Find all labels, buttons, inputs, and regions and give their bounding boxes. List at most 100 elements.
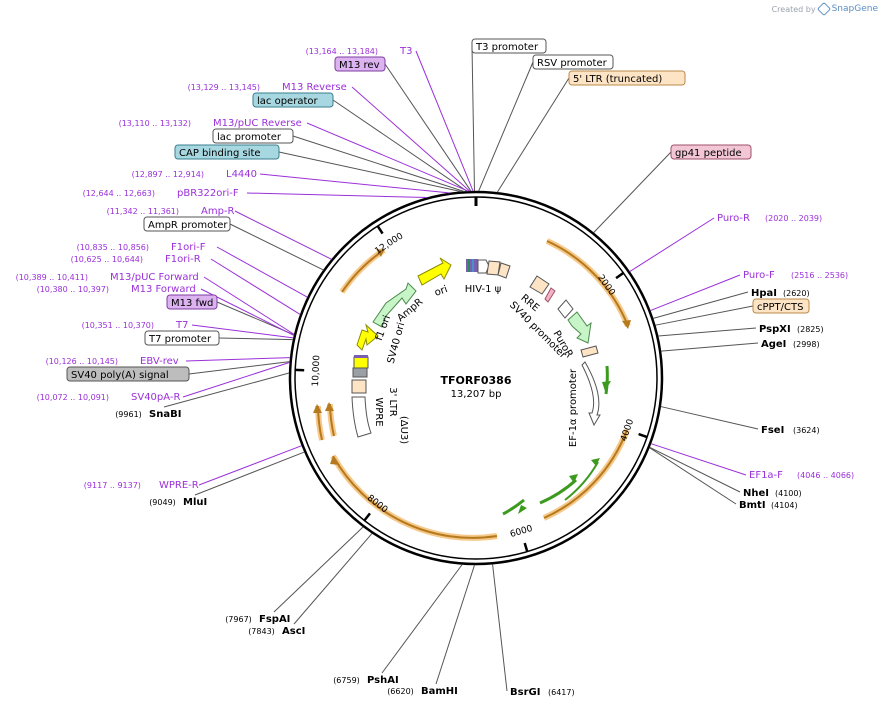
tick-label: 12,000 <box>373 231 405 257</box>
primer-range: (12,897 .. 12,914) <box>132 170 204 179</box>
plasmid-size: 13,207 bp <box>451 389 502 400</box>
tick-label: 6000 <box>509 524 534 540</box>
leader-line <box>216 246 308 298</box>
feature-label-m13-rev: M13 rev <box>339 60 380 71</box>
feature-f1-ori <box>356 323 379 351</box>
leader-line <box>381 564 463 674</box>
feature-label-t7-promoter: T7 promoter <box>148 334 212 345</box>
leader-line <box>203 276 295 335</box>
primer-range: (2020 .. 2039) <box>765 214 822 223</box>
feature-label-box-lac-promoter <box>212 128 294 144</box>
leader-line <box>234 210 332 260</box>
enzyme-site: (2825) <box>797 325 824 334</box>
enzyme-site: (4104) <box>771 501 798 510</box>
leader-line <box>593 151 672 233</box>
leader-line <box>649 446 741 493</box>
primer-f1ori-f: (10,835 .. 10,856)F1ori-F <box>77 242 206 253</box>
leader-line <box>660 406 759 430</box>
arrowhead-wpre-region <box>330 456 340 465</box>
snapgene-credit: Created by SnapGene <box>771 1 878 17</box>
primer-name: SV40pA-R <box>131 392 180 403</box>
plasmid-name: TFORF0386 <box>441 374 512 387</box>
enzyme-pspxi: PspXI(2825) <box>759 324 824 335</box>
leader-line <box>278 151 462 193</box>
feature-label-t3-promoter: T3 promoter <box>475 42 539 53</box>
leader-line <box>293 533 373 625</box>
primer-name: T3 <box>399 46 412 57</box>
primer-name: pBR322ori-F <box>177 188 239 199</box>
feature-label-gp41-peptide: gp41 peptide <box>675 148 742 159</box>
leader-line <box>194 451 305 496</box>
primer-puro-r: Puro-R(2020 .. 2039) <box>717 213 822 224</box>
enzyme-nhei: NheI (4100) <box>743 488 802 499</box>
tick-mark <box>363 512 371 522</box>
enzyme-name: NheI <box>743 488 769 499</box>
enzyme-site: (7843) <box>248 627 275 636</box>
feature-label-box-cppt-cts <box>752 298 810 314</box>
leader-line <box>629 217 715 272</box>
primer-name: F1ori-R <box>165 254 201 265</box>
primer-range: (2516 .. 2536) <box>791 271 848 280</box>
leader-line <box>384 63 472 192</box>
inner-features <box>351 257 601 438</box>
enzyme-bmti: BmtI(4104) <box>739 500 798 511</box>
primer-range: (10,380 .. 10,397) <box>37 285 109 294</box>
primer-m13-forward: (10,380 .. 10,397)M13 Forward <box>37 284 196 295</box>
enzyme-name: BsrGI <box>510 687 540 698</box>
feature-label-cap-binding-site: CAP binding site <box>179 148 261 159</box>
feature-arc-green-1 <box>604 365 609 395</box>
inner-label-u3: (ΔU3) <box>398 416 409 444</box>
inner-label-hiv-1: HIV-1 ψ <box>465 284 502 295</box>
leader-line <box>415 50 474 192</box>
leader-line <box>658 327 757 337</box>
feature-cppt <box>580 345 599 358</box>
credit-text: Created by <box>771 4 816 14</box>
feature-label-lac-promoter: lac promoter <box>217 132 282 143</box>
feature-label-sv40-poly-a-signal: SV40 poly(A) signal <box>71 370 169 381</box>
arrowhead-amp-region <box>376 249 384 257</box>
inner-label-ef-1-promoter: EF-1α promoter <box>568 368 579 447</box>
enzyme-site: (6417) <box>548 688 575 697</box>
leader-line <box>229 223 324 271</box>
feature-rre <box>529 275 550 295</box>
feature-ori <box>417 257 452 286</box>
tick-label: 4000 <box>619 418 636 443</box>
tick-mark <box>523 542 529 552</box>
enzyme-name: PshAI <box>367 675 399 686</box>
feature-label-box-t3-promoter <box>471 38 547 54</box>
leader-line <box>259 173 450 194</box>
primer-l4440: (12,897 .. 12,914)L4440 <box>132 169 257 180</box>
primer-range: (10,126 .. 10,145) <box>46 357 118 366</box>
inner-label-wpre: WPRE <box>373 397 384 426</box>
leader-line <box>182 361 290 398</box>
enzyme-name: HpaI <box>751 288 777 299</box>
leader-line <box>492 564 508 692</box>
primer-amp-r: (11,342 .. 11,361)Amp-R <box>107 206 235 217</box>
enzyme-site: (2998) <box>793 340 820 349</box>
enzyme-pshai: (6759)PshAI <box>333 675 398 686</box>
primer-name: M13 Reverse <box>282 82 347 93</box>
primer-range: (10,072 .. 10,091) <box>37 393 109 402</box>
enzyme-site: (9961) <box>115 410 142 419</box>
feature-label-ampr-promoter: AmpR promoter <box>148 220 228 231</box>
feature-ampr <box>372 282 417 328</box>
feature-label-box-5-ltr-truncated <box>568 70 686 86</box>
enzyme-name: SnaBI <box>149 409 181 420</box>
leader-line <box>198 445 302 486</box>
feature-label-rsv-promoter: RSV promoter <box>537 58 608 69</box>
primer-puro-f: Puro-F(2516 .. 2536) <box>743 270 848 281</box>
enzyme-snabi: (9961) SnaBI <box>115 409 181 420</box>
enzyme-site: (4100) <box>775 489 802 498</box>
primer-range: (10,835 .. 10,856) <box>77 243 149 252</box>
leader-line <box>435 564 476 685</box>
enzyme-hpai: HpaI(2620) <box>751 288 810 299</box>
leader-line <box>650 443 747 476</box>
leader-line <box>650 274 741 312</box>
primer-range: (11,342 .. 11,361) <box>107 207 179 216</box>
feature-label-m13-fwd: M13 fwd <box>171 298 213 309</box>
tick-mark <box>638 432 648 439</box>
primer-range: (10,389 .. 10,411) <box>16 273 88 282</box>
leader-line <box>210 258 301 315</box>
inner-label-ori: ori <box>433 284 449 299</box>
primer-pbr322ori-f: (12,644 .. 12,663)pBR322ori-F <box>83 188 239 199</box>
